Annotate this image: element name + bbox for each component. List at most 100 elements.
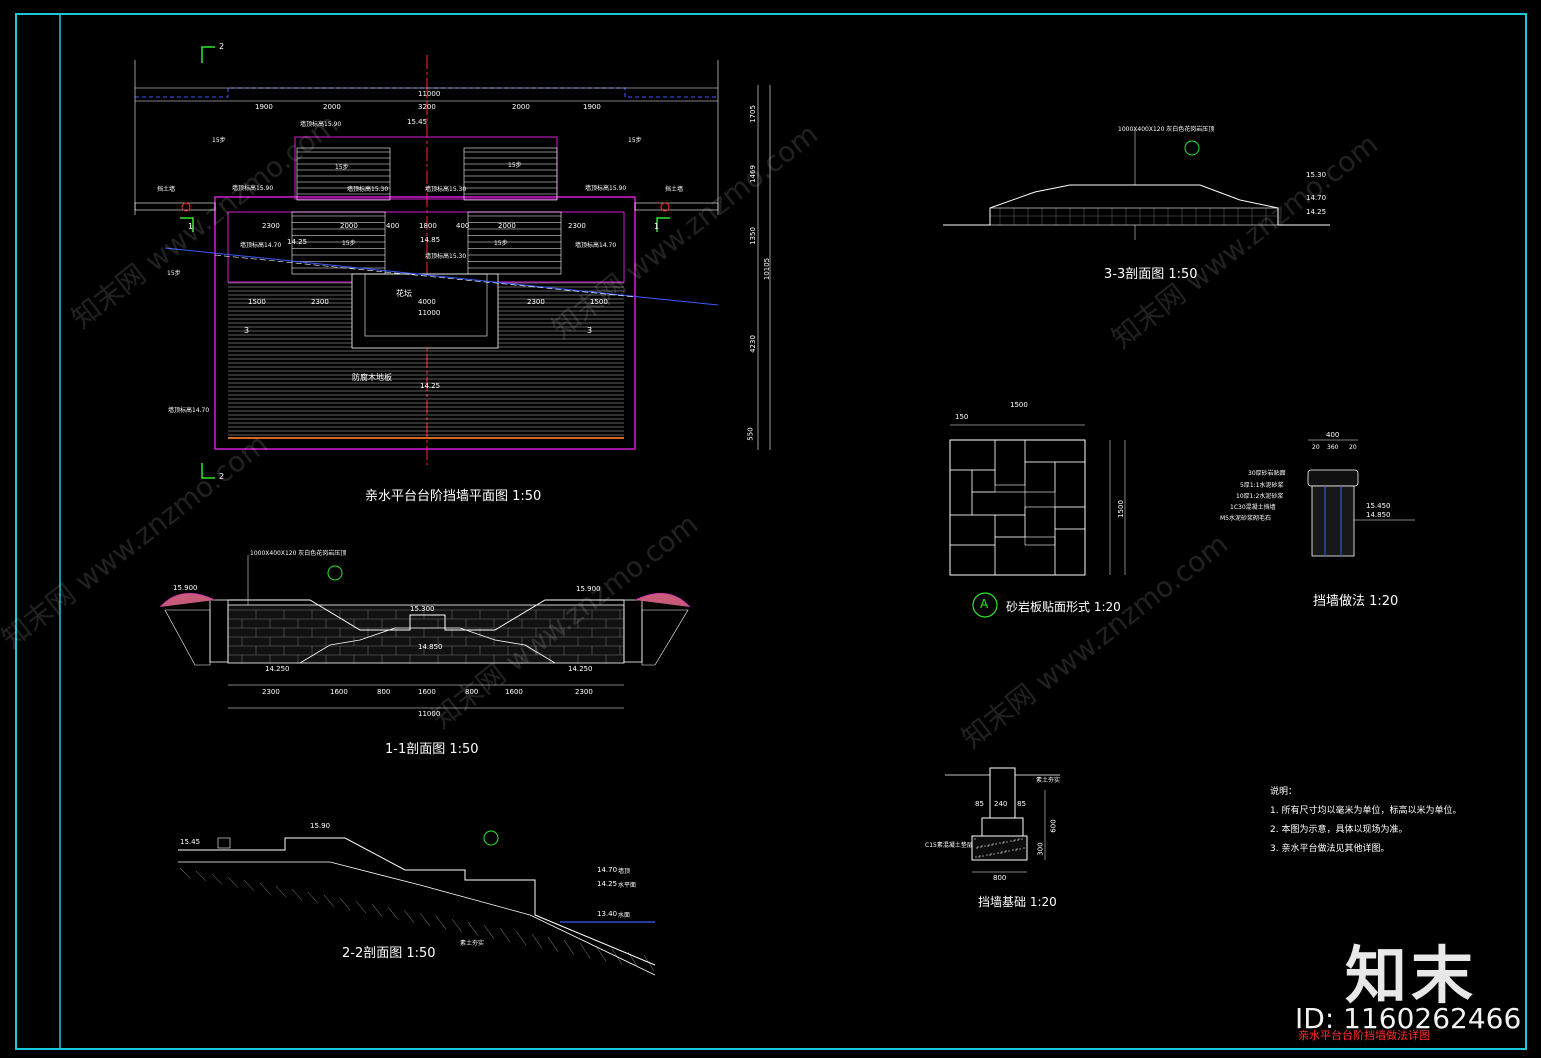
plan-dim-top-2: 2000: [323, 103, 341, 111]
plan-stairs-5: 15步: [212, 137, 226, 144]
section-2-2-caption: 2-2剖面图 1:50: [342, 946, 436, 961]
plan-elev-step: 14.85: [420, 236, 441, 244]
found-label-2: 素土夯实: [1036, 777, 1061, 784]
plan-view: [134, 46, 771, 479]
wall-note-5: M5水泥砂浆砌毛石: [1220, 515, 1271, 522]
plan-section-1-left: 1: [188, 222, 194, 231]
detail-a: [949, 424, 1126, 618]
plan-caption: 亲水平台台阶挡墙平面图 1:50: [365, 489, 542, 504]
note-2: 2. 本图为示意，具体以现场为准。: [1270, 825, 1408, 835]
sec11-dim-2: 1600: [330, 688, 348, 696]
plan-dim-top-3: 3200: [418, 103, 436, 111]
sec11-elev-4: 14.850: [418, 643, 443, 651]
plan-right-dim-5: 550: [746, 427, 755, 441]
sec11-total: 11000: [418, 710, 441, 718]
plan-dim-mid-6: 2000: [498, 222, 516, 230]
wall-dim-1: 400: [1326, 431, 1340, 439]
plan-dim-mid-7: 2300: [568, 222, 586, 230]
wall-detail: [1307, 439, 1415, 557]
plan-stairs-3: 15步: [342, 240, 356, 247]
sec22-label-3: 水面: [618, 912, 631, 919]
plan-dim-mid-5: 400: [456, 222, 470, 230]
detail-a-marker: A: [980, 597, 989, 611]
plan-right-dim-3: 1350: [748, 227, 757, 245]
found-label-1: C15素混凝土垫层: [925, 842, 973, 849]
plan-dim-mid-3: 400: [386, 222, 400, 230]
brand-logo: 知末: [1345, 939, 1478, 1012]
section-1-1-caption: 1-1剖面图 1:50: [385, 742, 479, 757]
section-3-3: [943, 130, 1330, 240]
wall-caption: 挡墙做法 1:20: [1313, 594, 1399, 609]
plan-section-1-right: 1: [654, 222, 660, 231]
sec33-elev-3: 14.25: [1306, 208, 1327, 216]
sec11-elev-2: 15.900: [576, 585, 601, 593]
wall-note-4: 1C30混凝土挡墙: [1230, 504, 1276, 511]
plan-right-total: 10105: [763, 257, 772, 281]
plan-elev-top: 15.45: [407, 118, 428, 126]
sec33-note: 1000X400X120 灰白色花岗岩压顶: [1118, 126, 1215, 133]
notes-block: 说明： 1. 所有尺寸均以毫米为单位，标高以米为单位。 2. 本图为示意，具体以…: [1270, 783, 1461, 859]
plan-dim-mid-4: 1800: [419, 222, 437, 230]
plan-dim-top-1: 1900: [255, 103, 273, 111]
sec33-elev-1: 15.30: [1306, 171, 1327, 179]
plan-leader-7: 墙顶标高15.30: [425, 253, 467, 260]
plan-leader-5: 墙顶标高14.70: [240, 242, 282, 249]
plan-right-dim-2: 1469: [748, 165, 757, 183]
plan-stairs-2: 15步: [508, 162, 522, 169]
detail-a-width: 1500: [1010, 401, 1028, 409]
id-label: ID: 1160262466: [1295, 1002, 1522, 1035]
wall-dim-2: 20: [1312, 444, 1320, 451]
note-1: 1. 所有尺寸均以毫米为单位，标高以米为单位。: [1270, 806, 1462, 816]
plan-leader-8: 墙顶标高15.90: [585, 185, 627, 192]
plan-leader-3: 墙顶标高15.30: [425, 186, 467, 193]
sec11-elev-5: 14.250: [265, 665, 290, 673]
plan-dim-low-1: 1500: [248, 298, 266, 306]
plan-leader-9: 墙顶标高14.70: [168, 407, 210, 414]
foundation-detail: [945, 767, 1060, 873]
found-dim-3: 85: [1017, 800, 1026, 808]
plan-dim-top-4: 2000: [512, 103, 530, 111]
found-dim-1: 85: [975, 800, 984, 808]
plan-total-mid: 11000: [418, 309, 441, 317]
wall-note-3: 10厚1:2水泥砂浆: [1236, 493, 1284, 500]
sheet-title: 亲水平台台阶挡墙做法详图: [1298, 1029, 1430, 1042]
sec11-elev-6: 14.250: [568, 665, 593, 673]
sec11-dim-4: 1600: [418, 688, 436, 696]
plan-leader-2: 墙顶标高15.30: [347, 186, 389, 193]
plan-stairs-1: 15步: [335, 164, 349, 171]
plan-dim-low-2: 2300: [311, 298, 329, 306]
plan-dim-low-5: 1500: [590, 298, 608, 306]
sec22-elev-4: 14.25: [597, 880, 618, 888]
sec33-elev-2: 14.70: [1306, 194, 1327, 202]
found-dim-2: 240: [994, 800, 1008, 808]
sec11-dim-1: 2300: [262, 688, 280, 696]
plan-elev-mid: 14.25: [287, 238, 308, 246]
found-dim-4: 600: [1049, 819, 1058, 833]
plan-dim-top-5: 1900: [583, 103, 601, 111]
outer-frame: [15, 13, 1527, 1050]
plan-stairs-7: 15步: [167, 270, 181, 277]
sec11-elev-1: 15.900: [173, 584, 198, 592]
wall-note-1: 30厚砂岩贴面: [1248, 470, 1286, 477]
plan-platform-label: 花坛: [396, 289, 412, 298]
plan-stairs-4: 15步: [494, 240, 508, 247]
detail-a-caption: 砂岩板贴面形式 1:20: [1006, 600, 1121, 614]
sec22-elev-5: 13.40: [597, 910, 618, 918]
wall-dim-4: 20: [1349, 444, 1357, 451]
notes-title: 说明：: [1270, 787, 1298, 797]
sec11-elev-3: 15.300: [410, 605, 435, 613]
section-3-3-caption: 3-3剖面图 1:50: [1104, 267, 1198, 282]
plan-deck-label: 防腐木地板: [352, 373, 392, 382]
plan-dim-low-4: 2300: [527, 298, 545, 306]
plan-elev-bottom: 14.25: [420, 382, 441, 390]
sec22-label-1: 墙顶: [618, 868, 631, 875]
plan-dim-low-3: 4000: [418, 298, 436, 306]
plan-section-2-bottom: 2: [219, 472, 225, 481]
plan-leader-4: 墙顶标高15.90: [232, 185, 274, 192]
plan-leader-wall-left: 挡土墙: [157, 186, 176, 193]
plan-section-3-right: 3: [587, 326, 593, 335]
plan-dim-mid-1: 2300: [262, 222, 280, 230]
plan-total-top: 11000: [418, 90, 441, 98]
plan-leader-wall-right: 挡土墙: [665, 186, 684, 193]
